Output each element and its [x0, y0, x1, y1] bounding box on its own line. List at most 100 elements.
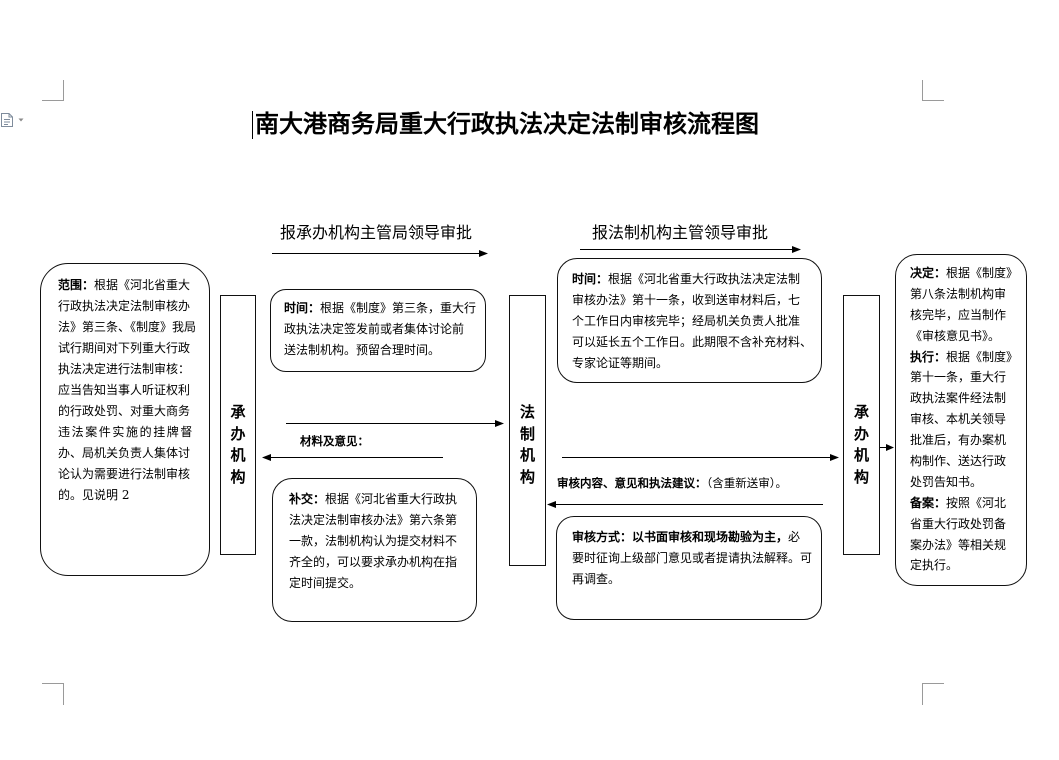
text-line: 《审核意见书》。 — [910, 328, 1001, 343]
submission-time-label: 时间： — [284, 301, 321, 315]
text-line: 政执法案件经法制 — [910, 391, 1007, 406]
text-line: 定执行。 — [910, 558, 959, 573]
review-method-emphasis: 以书面审核和现场勘验为主， — [632, 530, 789, 544]
text-line: 范围：根据《河北省重大 — [58, 275, 196, 296]
scope-box[interactable]: 范围：根据《河北省重大 行政执法决定法制审核办 法》第三条、《制度》我局 试行期… — [40, 263, 210, 576]
text-line: 政执法决定签发前或者集体讨论前 — [284, 322, 465, 336]
text-line: 的行政处罚、对重大商务 — [58, 404, 191, 418]
text-line: 试行期间对下列重大行政 — [58, 341, 191, 355]
review-method-box[interactable]: 审核方式：以书面审核和现场勘验为主，必 要时征询上级部门意见或者提请执法解释。可… — [556, 516, 822, 620]
execution-label: 执行： — [910, 349, 947, 364]
text-line: 应当告知当事人听证权利 — [58, 383, 191, 397]
review-time-label: 时间： — [572, 272, 609, 286]
text-run: 根据《河北省重大行政执 — [325, 492, 458, 506]
handling-unit-right-node[interactable]: 承办机构 — [843, 295, 880, 555]
text-line: 可以延长五个工作日。此期限不含补充材料、 — [572, 335, 813, 349]
arrow-head — [479, 250, 488, 257]
handling-leader-approval-label: 报承办机构主管局领导审批 — [280, 223, 473, 242]
text-run: 根据《制度》 — [946, 266, 1019, 280]
text-line: 的。见说明 2 — [58, 488, 130, 502]
text-line: 处罚告知书。 — [910, 474, 983, 489]
arrow-legal-to-handling-right — [562, 454, 839, 461]
text-line: 法》第三条、《制度》我局 — [58, 320, 197, 334]
text-line: 核完毕，应当制作 — [910, 307, 1007, 322]
text-line: 法决定法制审核办法》第六条第 — [289, 513, 458, 527]
document-title: 南大港商务局重大行政执法决定法制审核流程图 — [255, 109, 759, 138]
text-cursor — [252, 111, 254, 139]
legal-unit-node[interactable]: 法制机构 — [509, 295, 546, 566]
text-line: 论认为需要进行法制审核 — [58, 467, 191, 481]
text-line: 一款，法制机构认为提交材料不 — [289, 534, 458, 548]
decision-label: 决定： — [910, 266, 947, 280]
text-line: 审核、本机关领导 — [910, 412, 1007, 427]
text-line: 审核方式：以书面审核和现场勘验为主，必 — [572, 527, 812, 548]
unit-label: 承办机构 — [230, 403, 246, 486]
review-result-label: 审核内容、意见和执法建议：（含重新送审）。 — [557, 475, 787, 491]
arrow-head — [495, 420, 504, 427]
review-time-box[interactable]: 时间：根据《河北省重大行政执法决定法制 审核办法》第十一条，收到送审材料后，七 … — [557, 258, 822, 383]
review-result-label-bold: 审核内容、意见和执法建议： — [557, 476, 707, 490]
materials-and-opinions-label: 材料及意见： — [300, 434, 369, 448]
text-run: 根据《制度》 — [946, 349, 1019, 364]
text-line: 个工作日内审核完毕；经局机关负责人批准 — [572, 314, 801, 328]
supplement-text: 补交：根据《河北省重大行政执 法决定法制审核办法》第六条第 一款，法制机构认为提… — [289, 489, 457, 594]
unit-label: 承办机构 — [853, 403, 869, 486]
text-line: 时间：根据《制度》第三条，重大行 — [284, 298, 476, 319]
text-line: 送法制机构。预留合理时间。 — [284, 343, 441, 357]
text-line: 违法案件实施的挂牌督 — [58, 425, 195, 439]
text-line: 执行：根据《制度》 — [910, 347, 1018, 368]
arrow-head — [792, 246, 801, 253]
arrow-head — [547, 501, 556, 508]
text-line: 齐全的，可以要求承办机构在指 — [289, 555, 458, 569]
text-line: 专家论证等期间。 — [572, 356, 669, 370]
submission-time-box[interactable]: 时间：根据《制度》第三条，重大行 政执法决定签发前或者集体讨论前 送法制机构。预… — [270, 289, 486, 372]
arrow-handling-right-to-legal — [547, 501, 823, 508]
text-line: 第八条法制机构审 — [910, 286, 1007, 301]
text-line: 行政执法决定法制审核办 — [58, 299, 191, 313]
text-run: 必 — [788, 530, 801, 544]
dropdown-arrow-icon — [18, 118, 24, 122]
decision-text: 决定：根据《制度》 第八条法制机构审 核完毕，应当制作 《审核意见书》。 执行：… — [910, 263, 1018, 576]
document-icon — [1, 113, 13, 127]
layout-options-button[interactable] — [0, 112, 26, 129]
arrow-to-handling-leader — [272, 250, 488, 257]
supplement-box[interactable]: 补交：根据《河北省重大行政执 法决定法制审核办法》第六条第 一款，法制机构认为提… — [272, 478, 477, 622]
review-method-text: 审核方式：以书面审核和现场勘验为主，必 要时征询上级部门意见或者提请执法解释。可… — [572, 527, 812, 590]
scope-text: 范围：根据《河北省重大 行政执法决定法制审核办 法》第三条、《制度》我局 试行期… — [58, 275, 196, 506]
text-run: 根据《河北省重大 — [94, 278, 191, 292]
text-run: 根据《制度》第三条，重大行 — [320, 301, 477, 315]
text-run: 按照《河北 — [946, 495, 1007, 510]
crop-mark-bottom-right — [922, 683, 944, 705]
scope-label: 范围： — [58, 278, 95, 292]
text-line: 再调查。 — [572, 572, 621, 586]
crop-mark-bottom-left — [42, 683, 64, 705]
arrow-head — [830, 454, 839, 461]
review-result-label-note: （含重新送审）。 — [706, 476, 788, 490]
text-line: 时间：根据《河北省重大行政执法决定法制 — [572, 269, 812, 290]
text-line: 决定：根据《制度》 — [910, 263, 1018, 284]
text-line: 执法决定进行法制审核： — [58, 362, 191, 376]
arrow-to-legal-leader — [580, 246, 801, 253]
text-line: 批准后，有办案机 — [910, 433, 1007, 448]
unit-label: 法制机构 — [519, 403, 535, 486]
submission-time-text: 时间：根据《制度》第三条，重大行 政执法决定签发前或者集体讨论前 送法制机构。预… — [284, 298, 476, 361]
decision-box[interactable]: 决定：根据《制度》 第八条法制机构审 核完毕，应当制作 《审核意见书》。 执行：… — [895, 254, 1027, 586]
filing-label: 备案： — [910, 495, 947, 510]
arrow-legal-to-handling — [262, 454, 443, 461]
text-line: 办、局机关负责人集体讨 — [58, 446, 191, 460]
handling-unit-left-node[interactable]: 承办机构 — [220, 295, 256, 555]
text-line: 省重大行政处罚备 — [910, 516, 1007, 531]
review-method-label: 审核方式： — [572, 530, 633, 544]
text-line: 补交：根据《河北省重大行政执 — [289, 489, 457, 510]
text-line: 定时间提交。 — [289, 576, 362, 590]
crop-mark-top-left — [42, 80, 64, 101]
text-line: 第十一条，重大行 — [910, 370, 1007, 385]
review-time-text: 时间：根据《河北省重大行政执法决定法制 审核办法》第十一条，收到送审材料后，七 … — [572, 269, 812, 374]
text-line: 构制作、送达行政 — [910, 454, 1007, 469]
text-line: 审核办法》第十一条，收到送审材料后，七 — [572, 293, 801, 307]
arrow-to-decision-box — [880, 444, 894, 451]
crop-mark-top-right — [922, 80, 944, 101]
text-run: 根据《河北省重大行政执法决定法制 — [608, 272, 801, 286]
text-line: 备案：按照《河北 — [910, 493, 1018, 514]
